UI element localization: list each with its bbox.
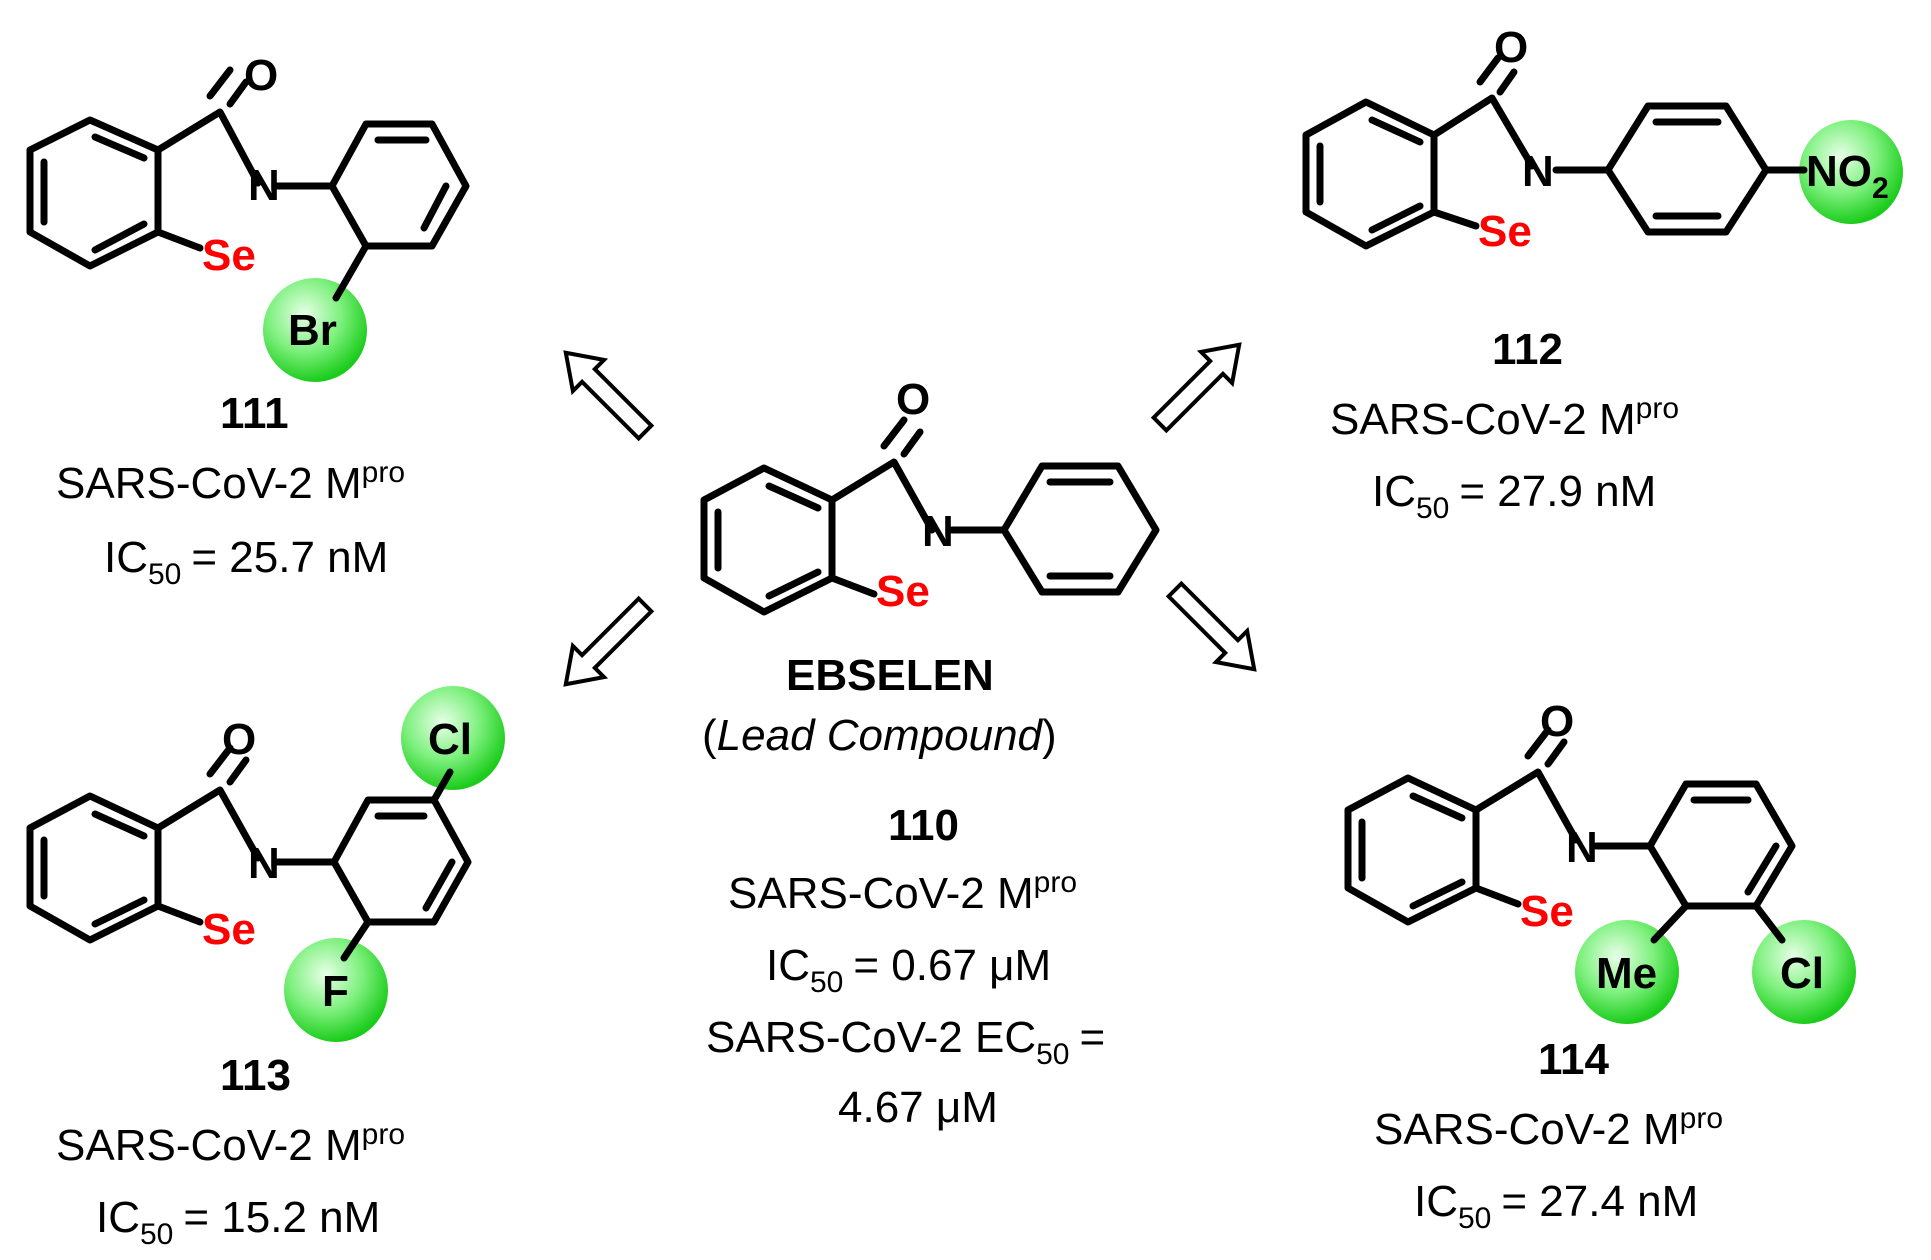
br-highlight bbox=[263, 278, 367, 382]
oxygen-atom: O bbox=[244, 51, 278, 100]
compound-114-target: SARS-CoV-2 Mpro bbox=[1374, 1102, 1723, 1154]
arrow-to-114 bbox=[1165, 580, 1257, 672]
oxygen-atom: O bbox=[222, 715, 256, 764]
compound-111-ic50: IC50= 25.7 nM bbox=[104, 533, 388, 591]
compound-112-ic50: IC50= 27.9 nM bbox=[1372, 467, 1656, 525]
oxygen-atom: O bbox=[1494, 23, 1528, 72]
selenium-atom: Se bbox=[1520, 887, 1574, 936]
arrow-to-112 bbox=[1150, 342, 1242, 434]
oxygen-atom: O bbox=[1540, 697, 1574, 746]
substituent-cl: Cl bbox=[428, 715, 472, 764]
compound-113-target: SARS-CoV-2 Mpro bbox=[56, 1118, 405, 1170]
compound-113-number: 113 bbox=[220, 1051, 291, 1100]
nitrogen-atom: N bbox=[922, 507, 954, 556]
selenium-atom: Se bbox=[202, 905, 256, 954]
lead-ec50: SARS-CoV-2 EC50= bbox=[706, 1013, 1105, 1071]
lead-ic50: IC50= 0.67 μM bbox=[766, 941, 1051, 999]
compound-111-number: 111 bbox=[220, 389, 289, 438]
compound-114-ic50: IC50= 27.4 nM bbox=[1414, 1177, 1698, 1235]
nitrogen-atom: N bbox=[248, 839, 280, 888]
compound-112-target: SARS-CoV-2 Mpro bbox=[1330, 392, 1679, 444]
lead-target: SARS-CoV-2 Mpro bbox=[728, 866, 1077, 918]
selenium-atom: Se bbox=[876, 567, 930, 616]
compound-114-structure: O N Se Me Cl bbox=[1344, 697, 1856, 1024]
selenium-atom: Se bbox=[1478, 207, 1532, 256]
substituent-f: F bbox=[322, 967, 349, 1016]
me-highlight bbox=[1575, 920, 1679, 1024]
ebselen-structure: O N Se bbox=[700, 375, 1160, 616]
arrow-to-111 bbox=[563, 350, 655, 442]
lead-ec50-value: 4.67 μM bbox=[838, 1083, 998, 1132]
cl-highlight bbox=[1752, 920, 1856, 1024]
nitrogen-atom: N bbox=[1566, 823, 1598, 872]
cl-highlight bbox=[401, 686, 505, 790]
selenium-atom: Se bbox=[202, 231, 256, 280]
compound-111-target: SARS-CoV-2 Mpro bbox=[56, 456, 405, 508]
compound-113-ic50: IC50= 15.2 nM bbox=[96, 1193, 380, 1251]
compound-112-structure: O N Se NO2 bbox=[1302, 23, 1903, 256]
arrow-to-113 bbox=[563, 595, 655, 687]
f-highlight bbox=[284, 938, 388, 1042]
oxygen-atom: O bbox=[896, 375, 930, 424]
substituent-cl: Cl bbox=[1780, 949, 1824, 998]
substituent-me: Me bbox=[1596, 949, 1657, 998]
lead-note: (Lead Compound) bbox=[702, 711, 1057, 760]
lead-number: 110 bbox=[888, 801, 959, 850]
compound-111-structure: O N Se Br bbox=[26, 51, 470, 382]
substituent-br: Br bbox=[288, 306, 337, 355]
compound-113-structure: O N Se Cl F bbox=[26, 686, 505, 1042]
compound-114-number: 114 bbox=[1538, 1035, 1610, 1084]
nitrogen-atom: N bbox=[248, 161, 280, 210]
no2-highlight bbox=[1799, 120, 1903, 224]
compound-112-number: 112 bbox=[1492, 325, 1563, 374]
lead-name: EBSELEN bbox=[786, 651, 994, 700]
substituent-no2: NO2 bbox=[1806, 147, 1889, 205]
nitrogen-atom: N bbox=[1522, 147, 1554, 196]
